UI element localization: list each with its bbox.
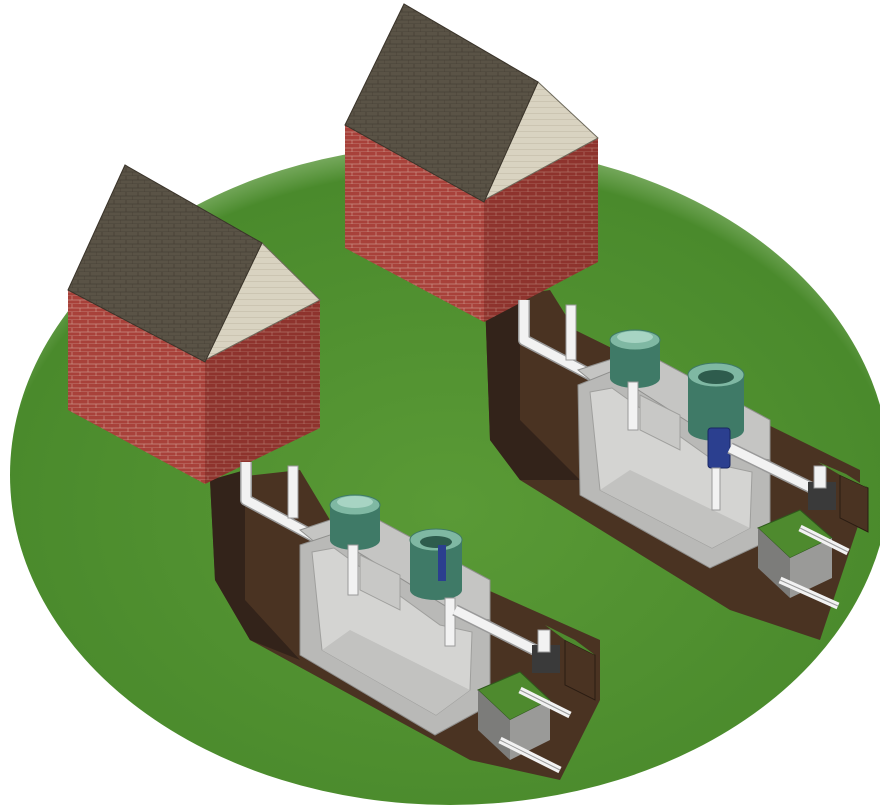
outlet-tee	[445, 598, 455, 646]
inlet-riser	[610, 330, 660, 388]
effluent-filter	[438, 545, 446, 581]
effluent-filter	[708, 428, 730, 468]
vent-pipe	[566, 305, 576, 360]
outlet-tee	[712, 468, 720, 510]
inlet-tee	[628, 382, 638, 430]
inlet-tee	[348, 545, 358, 595]
outlet-riser	[410, 529, 462, 600]
inlet-riser	[330, 495, 380, 550]
vent-pipe	[288, 466, 298, 518]
